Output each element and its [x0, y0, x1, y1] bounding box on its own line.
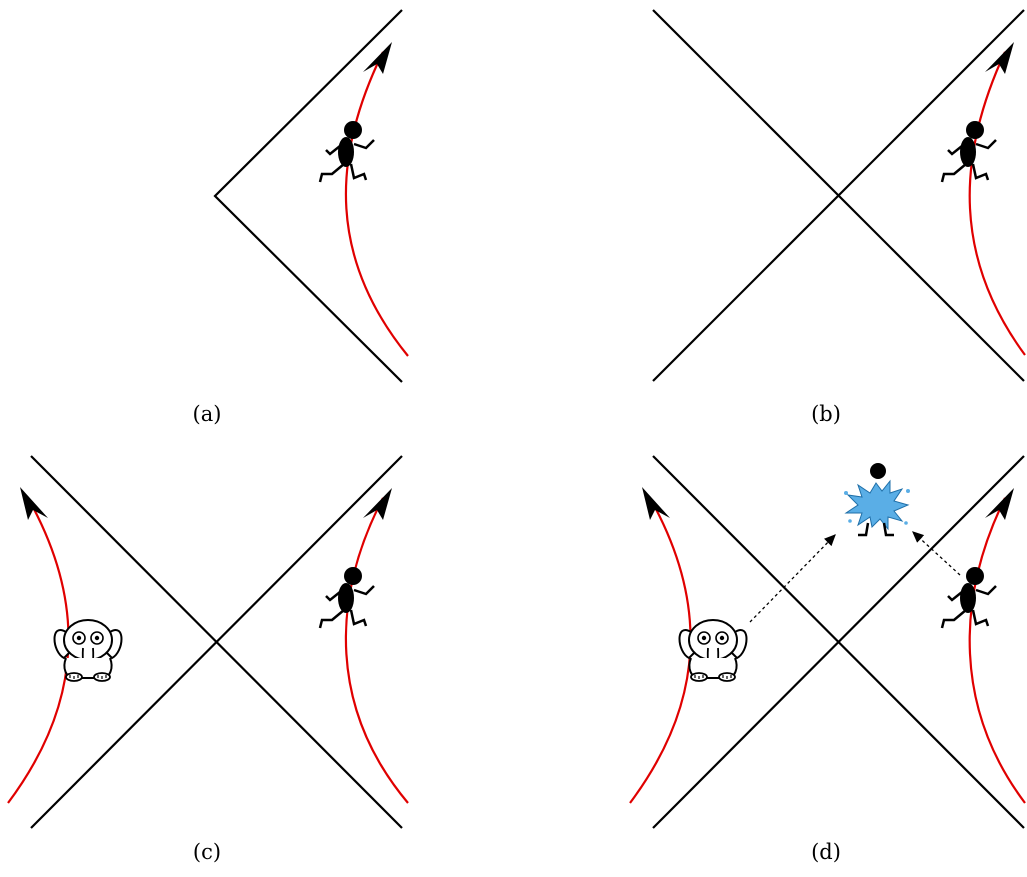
signal-arrow-elephant [750, 535, 835, 622]
signal-arrow-runner [913, 532, 960, 575]
caption-d: (d) [811, 840, 841, 864]
panel-d-group [630, 456, 1025, 828]
right-worldline [970, 498, 1025, 803]
worldline-arrowhead [985, 488, 1014, 520]
splash-figure [844, 463, 910, 535]
left-arrowhead [642, 487, 670, 520]
runner-figure [942, 567, 996, 628]
